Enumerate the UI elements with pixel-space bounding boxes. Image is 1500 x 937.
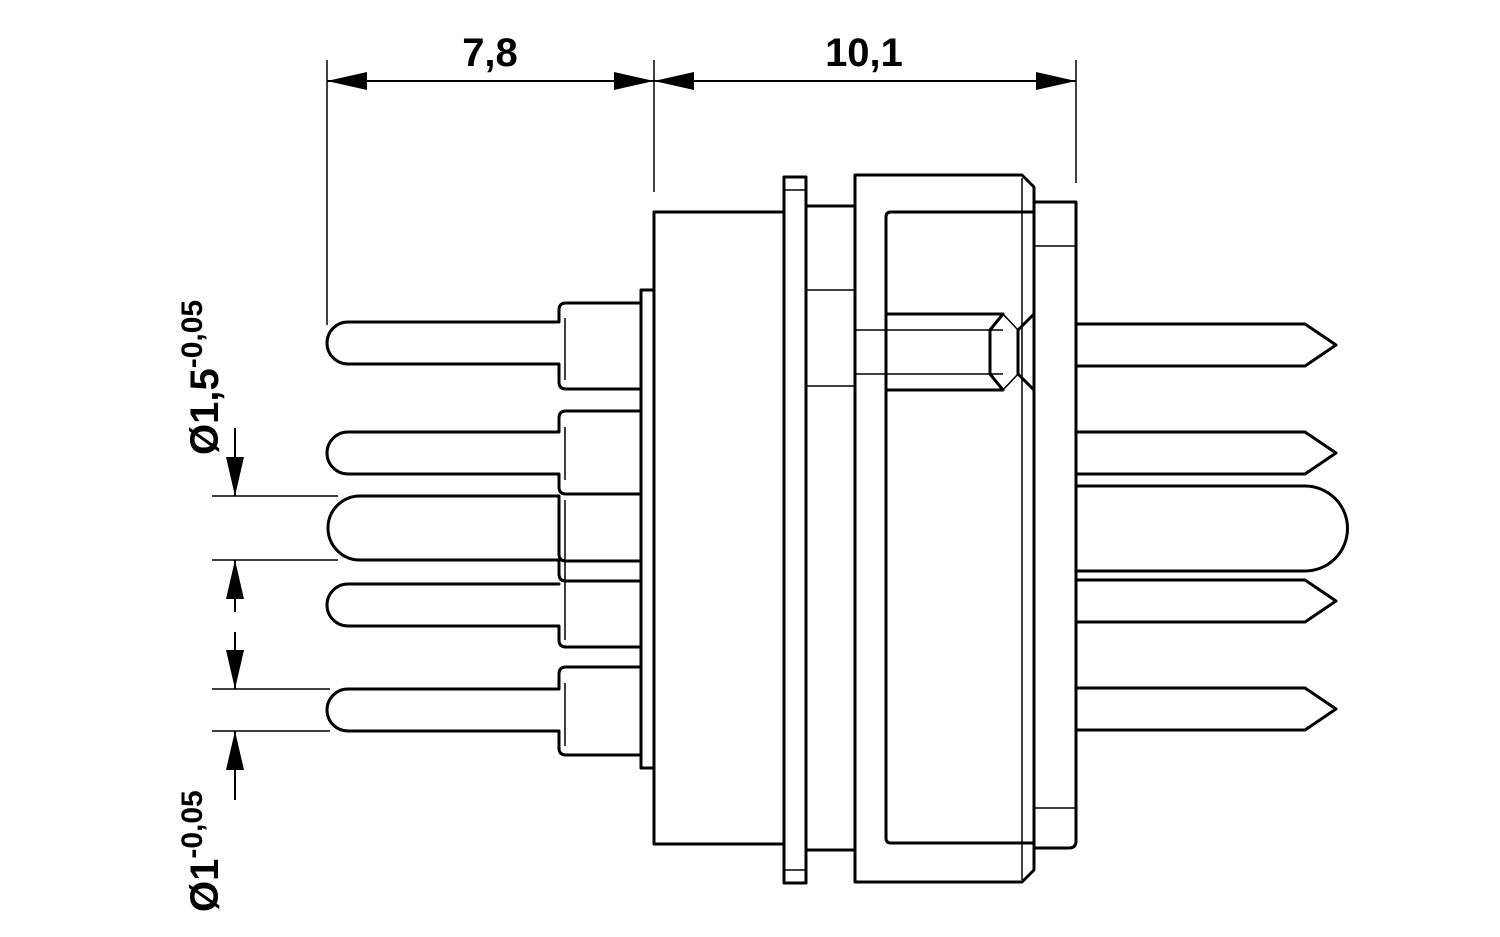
right-pin-2 [1074, 430, 1338, 476]
dimension-large-pin-diameter: Ø1,5-0,05 [176, 300, 338, 612]
left-pin-3-large [326, 494, 642, 583]
rear-step [639, 288, 656, 770]
left-pin-5 [325, 665, 642, 757]
left-pin-1 [325, 301, 642, 391]
connector-body [639, 173, 1078, 885]
flange [782, 175, 808, 885]
dimension-small-pin-diameter: Ø1-0,05 [176, 632, 330, 912]
front-insert [1032, 200, 1078, 850]
dimension-right-length: 10,1 [654, 31, 1077, 183]
right-pin-3-large [1074, 484, 1349, 573]
left-pin-2 [325, 409, 642, 496]
groove [804, 204, 857, 852]
right-pin-4 [1074, 578, 1338, 624]
left-pin-4 [325, 582, 642, 649]
right-contact-pins [1074, 322, 1349, 732]
dimension-label-10-1: 10,1 [825, 31, 903, 75]
dimension-label-7-8: 7,8 [462, 31, 518, 75]
small-pin-diameter-label: Ø1-0,05 [176, 790, 227, 912]
coding-key [884, 312, 1005, 392]
right-pin-1 [1074, 322, 1338, 368]
right-pin-5 [1074, 686, 1338, 732]
large-pin-diameter-label: Ø1,5-0,05 [176, 300, 227, 455]
front-shell [853, 173, 1036, 884]
main-block [652, 210, 786, 846]
left-solder-pins [325, 301, 642, 757]
dimension-left-length: 7,8 [326, 31, 655, 325]
inner-cavity [884, 210, 1036, 845]
